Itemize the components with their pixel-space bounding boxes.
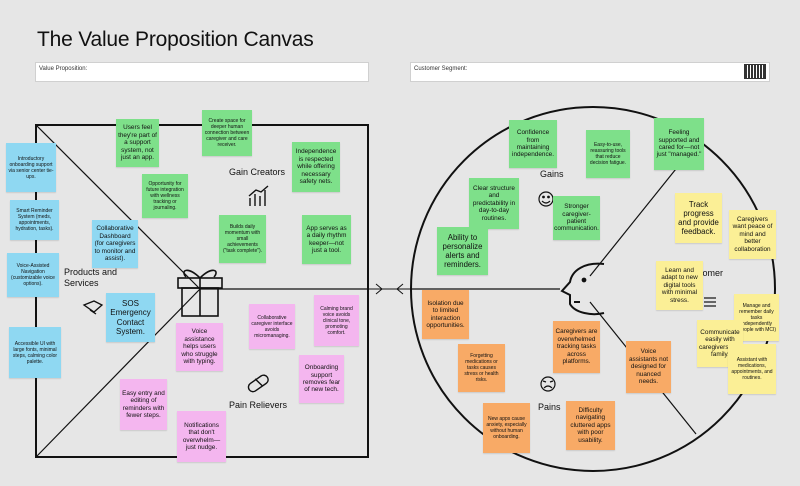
gain-creator-note-human-connection[interactable]: Create space for deeper human connection…	[202, 110, 252, 156]
pill-icon	[247, 374, 269, 393]
arrow-right-icon	[375, 283, 383, 295]
pain-note-difficulty-navigating[interactable]: Difficulty navigating cluttered apps wit…	[566, 401, 615, 450]
list-icon	[704, 297, 716, 307]
job-note-medications[interactable]: Assistant with medications, appointments…	[728, 344, 776, 394]
value-proposition-label: Value Proposition:	[39, 66, 88, 72]
pain-note-voice-assistants[interactable]: Voice assistants not designed for nuance…	[626, 341, 671, 393]
products-services-label: Products and Services	[64, 267, 118, 288]
pain-reliever-note-notifications[interactable]: Notifications that don't overwhelm—just …	[177, 411, 226, 462]
gain-note-easy-tools[interactable]: Easy-to-use, reassuring tools that reduc…	[586, 130, 630, 178]
pain-reliever-note-easy-entry[interactable]: Easy entry and editing of reminders with…	[120, 379, 167, 430]
gain-note-personalize[interactable]: Ability to personalize alerts and remind…	[437, 227, 488, 275]
customer-head-icon	[560, 262, 605, 316]
square-diagonal-bottom	[36, 288, 201, 457]
job-note-learn-adapt[interactable]: Learn and adapt to new digital tools wit…	[656, 261, 703, 310]
product-note-smart-reminder[interactable]: Smart Reminder System (meds, appointment…	[10, 200, 59, 240]
gain-note-clear-structure[interactable]: Clear structure and predictability in da…	[469, 178, 519, 229]
gain-creators-label: Gain Creators	[229, 167, 286, 177]
pain-note-isolation[interactable]: Isolation due to limited interaction opp…	[422, 290, 469, 339]
pain-reliever-note-calming-voice[interactable]: Calming brand voice avoids clinical tone…	[314, 295, 359, 346]
value-proposition-field[interactable]: Value Proposition:	[35, 62, 369, 82]
gain-creator-note-independence[interactable]: Independence is respected while offering…	[292, 142, 340, 192]
arrow-left-icon	[396, 283, 404, 295]
customer-segment-label: Customer Segment:	[414, 66, 468, 72]
gain-note-confidence[interactable]: Confidence from maintaining independence…	[509, 120, 557, 168]
pain-relievers-label: Pain Relievers	[229, 400, 288, 410]
gain-creator-note-integration[interactable]: Opportunity for future integration with …	[142, 174, 188, 218]
logo-icon	[744, 64, 766, 79]
pain-reliever-note-voice-assistance[interactable]: Voice assistance helps users who struggl…	[176, 323, 223, 371]
gain-note-feeling-supported[interactable]: Feeling supported and cared for—not just…	[654, 118, 704, 170]
pain-reliever-note-onboarding[interactable]: Onboarding support removes fear of new t…	[299, 355, 344, 403]
pain-note-forgetting[interactable]: Forgetting medications or tasks causes s…	[458, 344, 505, 392]
product-note-voice-navigation[interactable]: Voice-Assisted Navigation (customizable …	[7, 253, 59, 297]
page-title: The Value Proposition Canvas	[37, 28, 314, 51]
job-note-peace-of-mind[interactable]: Caregivers want peace of mind and better…	[729, 210, 776, 259]
smile-face-icon	[538, 191, 554, 207]
pain-reliever-note-collaborative[interactable]: Collaborative caregiver interface avoids…	[249, 304, 295, 349]
customer-segment-field[interactable]: Customer Segment:	[410, 62, 770, 82]
gain-note-communication[interactable]: Stronger caregiver-patient communication…	[553, 196, 600, 240]
product-note-dashboard[interactable]: Collaborative Dashboard (for caregivers …	[92, 220, 138, 268]
gain-creator-note-support-system[interactable]: Users feel they're part of a support sys…	[116, 119, 159, 167]
job-note-track-progress[interactable]: Track progress and provide feedback.	[675, 193, 722, 243]
pains-label: Pains	[538, 402, 561, 412]
product-note-accessible-ui[interactable]: Accessible UI with large fonts, minimal …	[9, 327, 61, 378]
gain-creator-note-momentum[interactable]: Builds daily momentum with small achieve…	[219, 215, 266, 263]
product-note-sos[interactable]: SOS Emergency Contact System.	[106, 293, 155, 342]
gain-creator-note-rhythm-keeper[interactable]: App serves as a daily rhythm keeper—not …	[302, 215, 351, 264]
gift-icon	[177, 269, 223, 317]
pain-note-new-apps-anxiety[interactable]: New apps cause anxiety, especially witho…	[483, 403, 530, 453]
square-diagonal-top	[36, 125, 201, 290]
pain-note-caregivers-overwhelmed[interactable]: Caregivers are overwhelmed tracking task…	[553, 321, 600, 373]
product-note-onboarding[interactable]: Introductory onboarding support via seni…	[6, 143, 56, 192]
growth-chart-icon	[248, 185, 269, 206]
gains-label: Gains	[540, 169, 564, 179]
handshake-icon	[82, 300, 104, 315]
sad-face-icon	[540, 376, 556, 392]
